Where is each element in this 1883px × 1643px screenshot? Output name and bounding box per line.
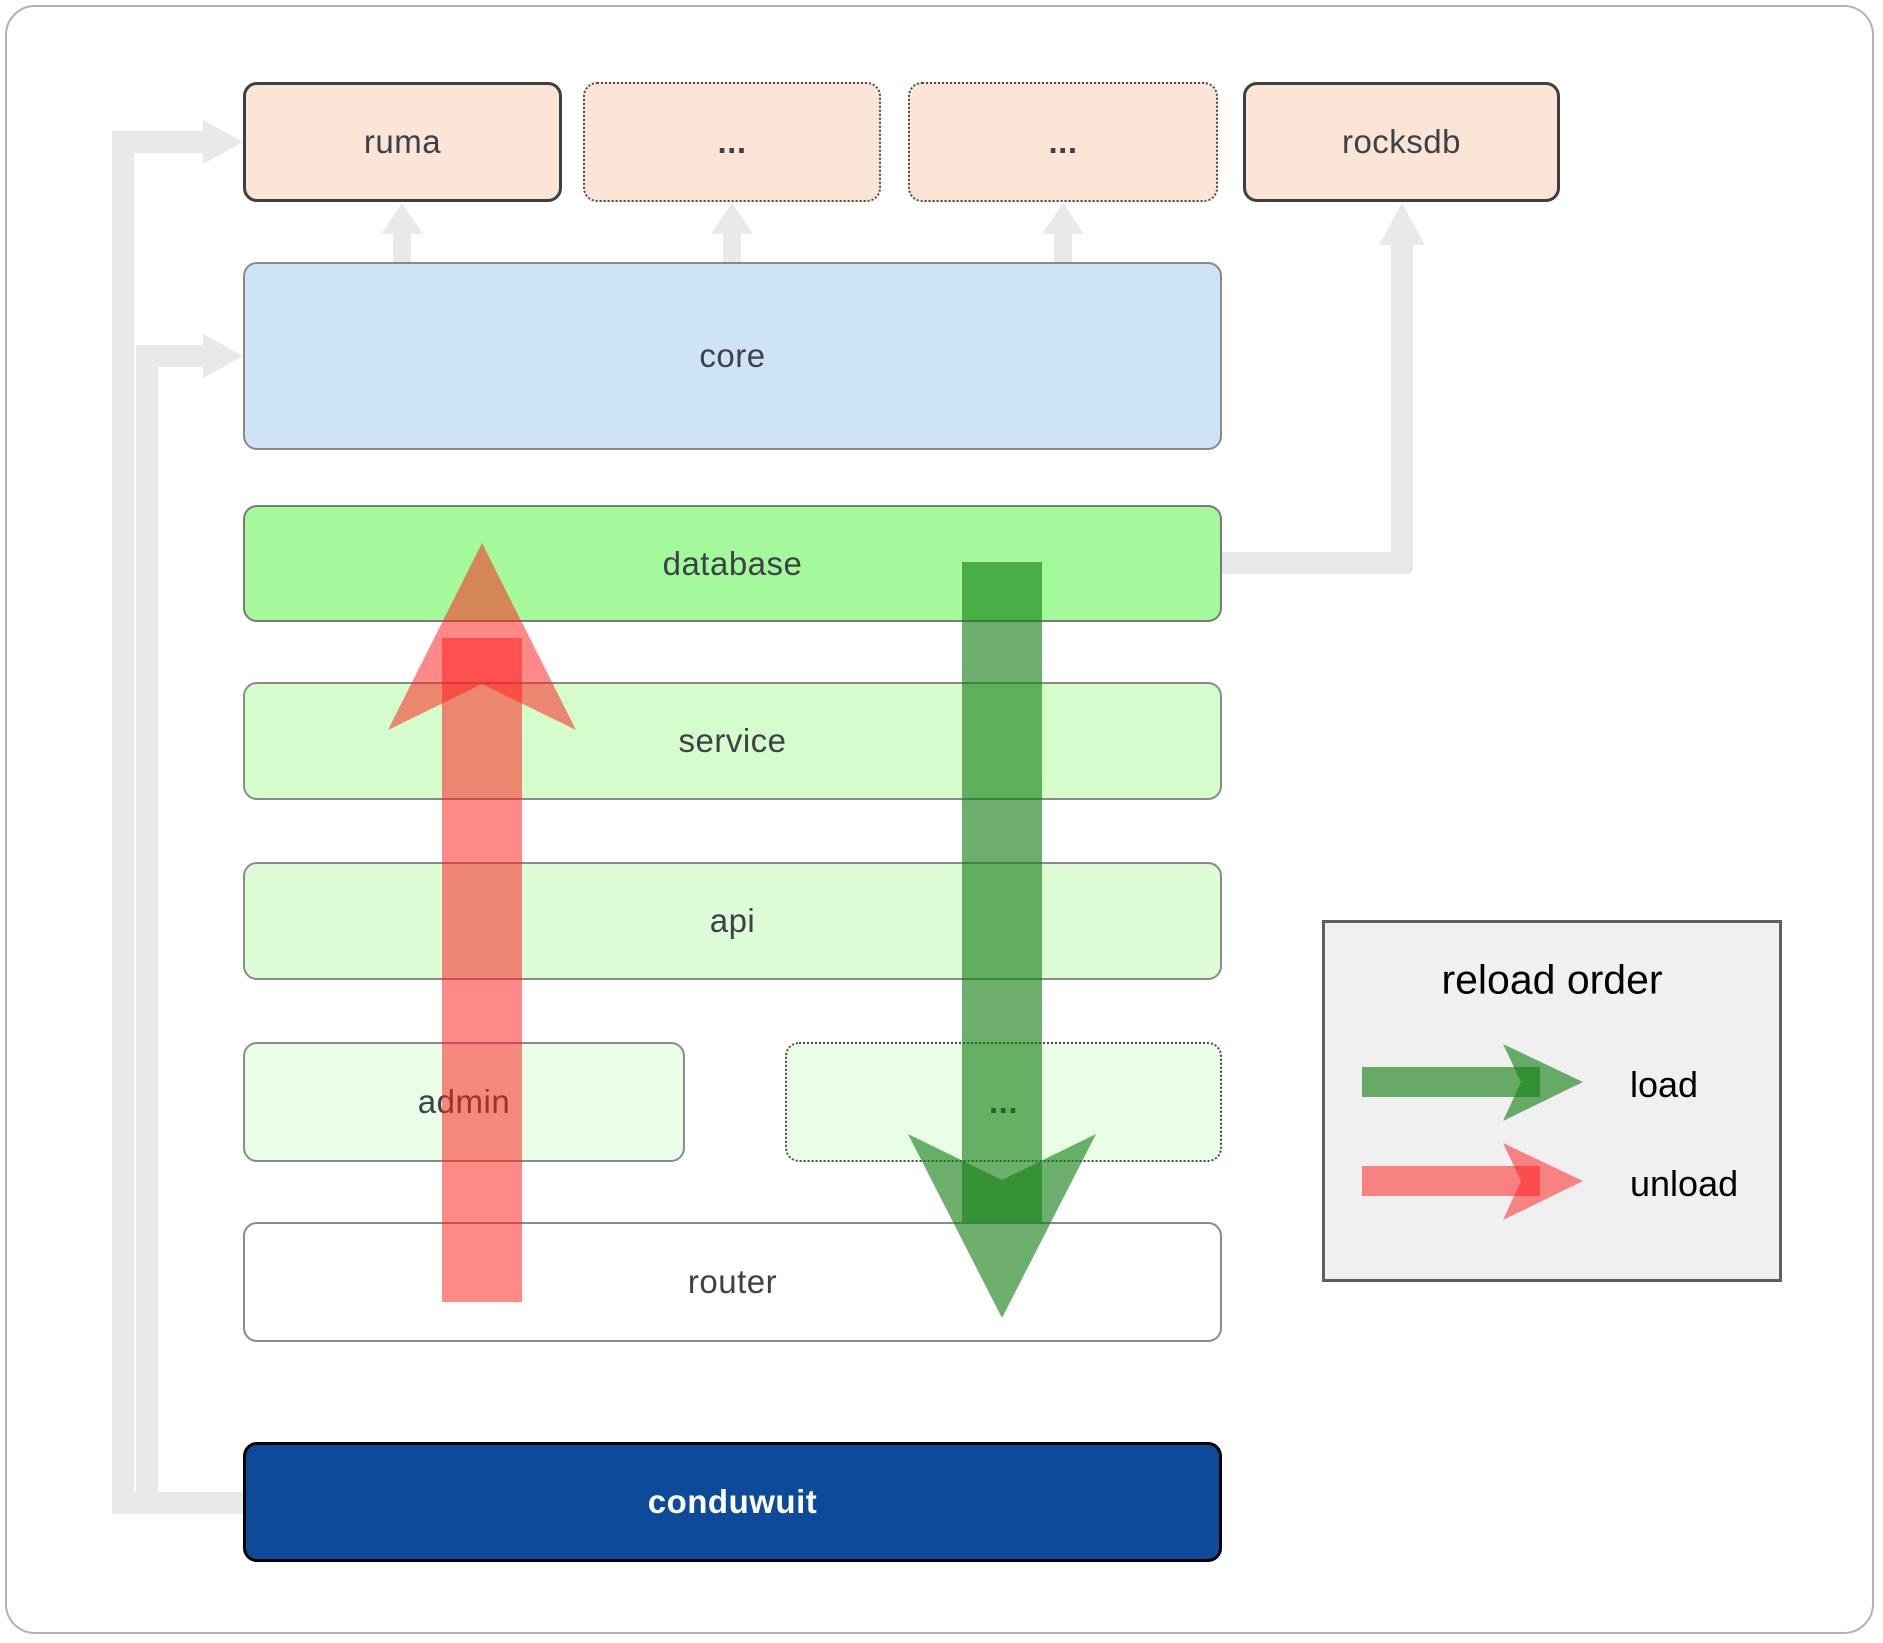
legend-unload-label: unload xyxy=(1630,1163,1739,1204)
node-core: core xyxy=(243,262,1222,450)
node-crates-etc-b: ... xyxy=(908,82,1218,202)
node-rocksdb: rocksdb xyxy=(1243,82,1560,202)
node-conduwuit: conduwuit xyxy=(243,1442,1222,1562)
node-api: api xyxy=(243,862,1222,980)
node-service: service xyxy=(243,682,1222,800)
node-ruma: ruma xyxy=(243,82,562,202)
node-services-etc: ... xyxy=(785,1042,1222,1162)
legend-title: reload order xyxy=(1441,956,1663,1003)
node-admin: admin xyxy=(243,1042,685,1162)
node-database: database xyxy=(243,505,1222,622)
node-router: router xyxy=(243,1222,1222,1342)
legend-reload-order: reload order load unload xyxy=(1322,920,1782,1282)
diagram-frame-border xyxy=(5,5,1874,1634)
legend-load-label: load xyxy=(1630,1064,1699,1105)
node-crates-etc-a: ... xyxy=(583,82,881,202)
